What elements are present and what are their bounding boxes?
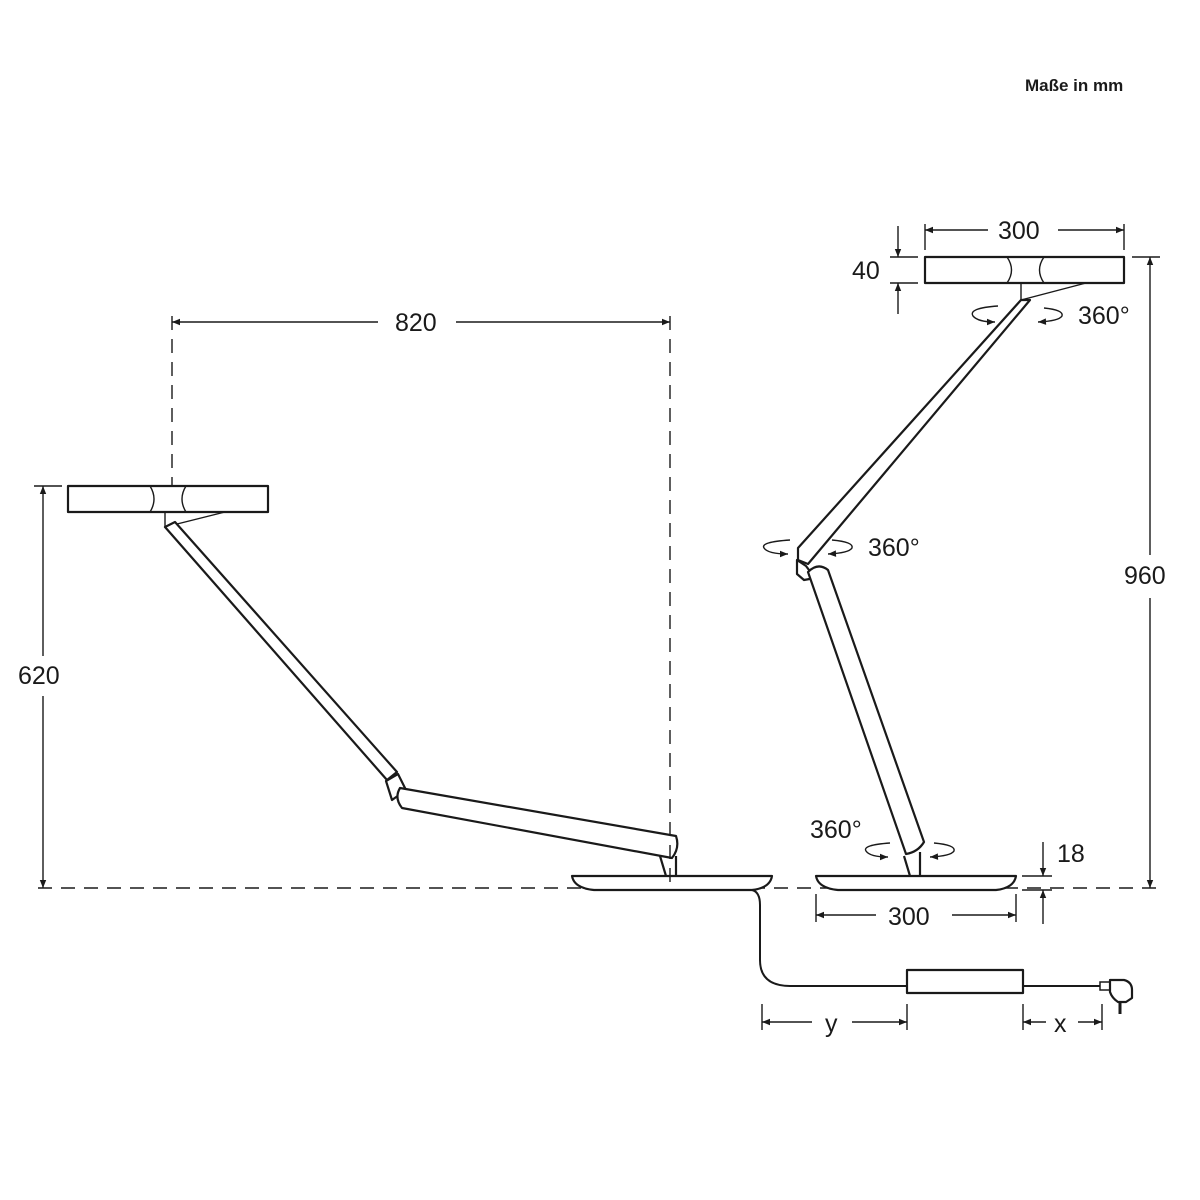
rotate-arrows-icon	[762, 305, 1063, 861]
total-height-dimension: 960	[1124, 562, 1166, 590]
left-lamp-base	[570, 874, 774, 892]
head-width-dimension: 300	[998, 217, 1040, 245]
right-lamp: 360° 360° 360° 300 40 960 18 300	[762, 217, 1166, 931]
left-lamp-head	[66, 484, 270, 514]
left-lamp: 820 620	[18, 309, 774, 892]
left-upper-arm	[163, 520, 399, 782]
power-plug-icon	[1099, 978, 1134, 1014]
power-cable: y x	[751, 889, 1134, 1038]
base-rotation-label: 360°	[810, 816, 862, 844]
base-width-dimension: 300	[888, 903, 930, 931]
head-thickness-dimension: 40	[852, 257, 880, 285]
base-thickness-dimension: 18	[1057, 840, 1085, 868]
cable-length-x: x	[1054, 1010, 1067, 1038]
head-rotation-label: 360°	[1078, 302, 1130, 330]
right-lamp-base	[814, 874, 1018, 892]
right-upper-arm	[796, 298, 1032, 566]
units-note: Maße in mm	[1025, 76, 1123, 95]
elbow-rotation-label: 360°	[868, 534, 920, 562]
right-lower-arm	[806, 565, 926, 856]
left-height-dimension: 620	[18, 662, 60, 690]
reach-dimension: 820	[395, 309, 437, 337]
right-lamp-head	[923, 255, 1126, 285]
power-supply-box	[905, 968, 1025, 995]
cable-length-y: y	[825, 1010, 838, 1038]
left-lower-arm	[396, 786, 679, 860]
